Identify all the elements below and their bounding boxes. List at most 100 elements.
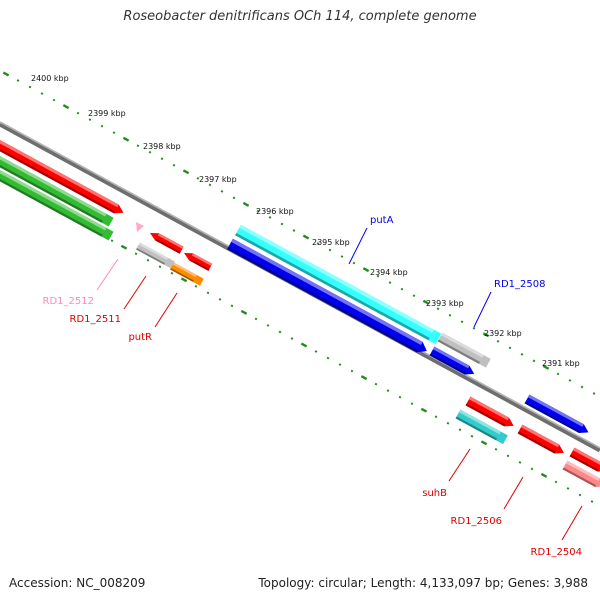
tick-label: 2395 kbp (312, 238, 350, 247)
outer-tick (482, 332, 490, 338)
gene-body (0, 149, 114, 241)
gene-feature (562, 460, 600, 488)
inner-tick (180, 277, 188, 283)
tick-label: 2393 kbp (426, 299, 464, 308)
gene-highlight (231, 238, 423, 346)
gene-shadow (524, 401, 581, 433)
gene-shadow (437, 339, 480, 364)
outer-tick (232, 196, 236, 200)
gene-highlight (157, 233, 184, 249)
accession-text: Accession: NC_008209 (9, 576, 146, 590)
outer-tick (182, 169, 190, 175)
gene-label[interactable]: RD1_2506 (451, 516, 502, 527)
gene-feature (524, 394, 589, 433)
label-leader-line (561, 505, 583, 541)
outer-tick (580, 385, 584, 389)
gene-body (235, 224, 442, 345)
gene-feature (136, 242, 176, 269)
outer-tick (2, 71, 10, 77)
inner-tick (494, 447, 498, 451)
inner-tick (398, 395, 402, 399)
label-leaders (96, 227, 583, 541)
inner-tick (254, 317, 258, 321)
inner-tick (170, 271, 174, 275)
gene-feature (184, 253, 213, 271)
gene-body (150, 233, 184, 254)
gene-feature (569, 447, 600, 472)
outer-tick (328, 248, 332, 252)
outer-tick (472, 326, 476, 330)
outer-tick (292, 229, 296, 232)
inner-tick (506, 454, 510, 458)
gene-highlight (0, 119, 119, 208)
inner-tick (110, 239, 114, 243)
inner-tick (218, 298, 222, 301)
inner-tick (540, 472, 548, 478)
gene-shadow (0, 156, 103, 237)
gene-body (569, 447, 600, 472)
gene-body (455, 409, 508, 445)
outer-tick (520, 353, 524, 356)
inner-tick (194, 284, 198, 288)
outer-tick (160, 157, 164, 161)
label-leader-line (448, 448, 471, 482)
gene-shadow (136, 247, 166, 265)
inner-tick (480, 440, 488, 446)
outer-tick (136, 144, 140, 148)
gene-body (0, 135, 114, 227)
inner-tick (518, 461, 522, 464)
gene-label[interactable]: RD1_2511 (70, 314, 121, 325)
inner-tick (554, 480, 558, 484)
inner-tick (446, 421, 450, 425)
gene-shadow (429, 353, 466, 375)
gene-highlight (239, 224, 435, 333)
inner-tick (434, 415, 438, 419)
inner-tick (578, 493, 582, 497)
inner-tick (314, 350, 318, 353)
gene-body (136, 242, 176, 269)
gene-feature (150, 233, 184, 254)
inner-tick (410, 402, 414, 406)
outer-tick (122, 136, 130, 142)
outer-tick (52, 98, 56, 102)
outer-tick (196, 176, 200, 180)
gene-shadow (227, 246, 419, 353)
gene-body (562, 460, 600, 488)
outer-tick (422, 299, 430, 305)
gene-label[interactable]: suhB (422, 488, 447, 499)
gene-highlight (565, 460, 600, 481)
tick-label: 2394 kbp (370, 268, 408, 277)
gene-highlight (440, 332, 484, 358)
tick-label: 2396 kbp (256, 207, 294, 216)
gene-label[interactable]: RD1_2504 (531, 547, 582, 558)
gene-label[interactable]: RD1_2512 (43, 296, 94, 307)
outer-tick (220, 190, 224, 193)
gene-highlight (520, 424, 560, 448)
gene-feature (455, 409, 508, 445)
outer-tick (62, 104, 70, 110)
inner-tick (300, 342, 308, 348)
gene-highlight (527, 394, 584, 427)
gene-feature (437, 332, 491, 368)
inner-tick (458, 428, 462, 432)
gene-feature (517, 424, 564, 454)
genome-summary: Topology: circular; Length: 4,133,097 bp… (258, 576, 588, 590)
outer-tick (28, 85, 32, 89)
outer-tick (208, 183, 212, 187)
outer-tick (592, 392, 596, 395)
outer-tick (256, 209, 260, 213)
inner-tick (206, 291, 210, 295)
outer-tick (362, 267, 370, 273)
outer-tick (280, 222, 284, 226)
gene-highlight (432, 346, 470, 369)
gene-feature (0, 119, 124, 214)
gene-label[interactable]: putA (370, 215, 394, 226)
gene-label[interactable]: RD1_2508 (494, 279, 545, 290)
inner-tick (158, 265, 162, 269)
gene-shadow (465, 403, 506, 427)
gene-label[interactable]: putR (128, 332, 152, 343)
label-leader-line (348, 227, 368, 265)
gene-shadow (562, 467, 597, 488)
inner-tick (566, 487, 570, 490)
